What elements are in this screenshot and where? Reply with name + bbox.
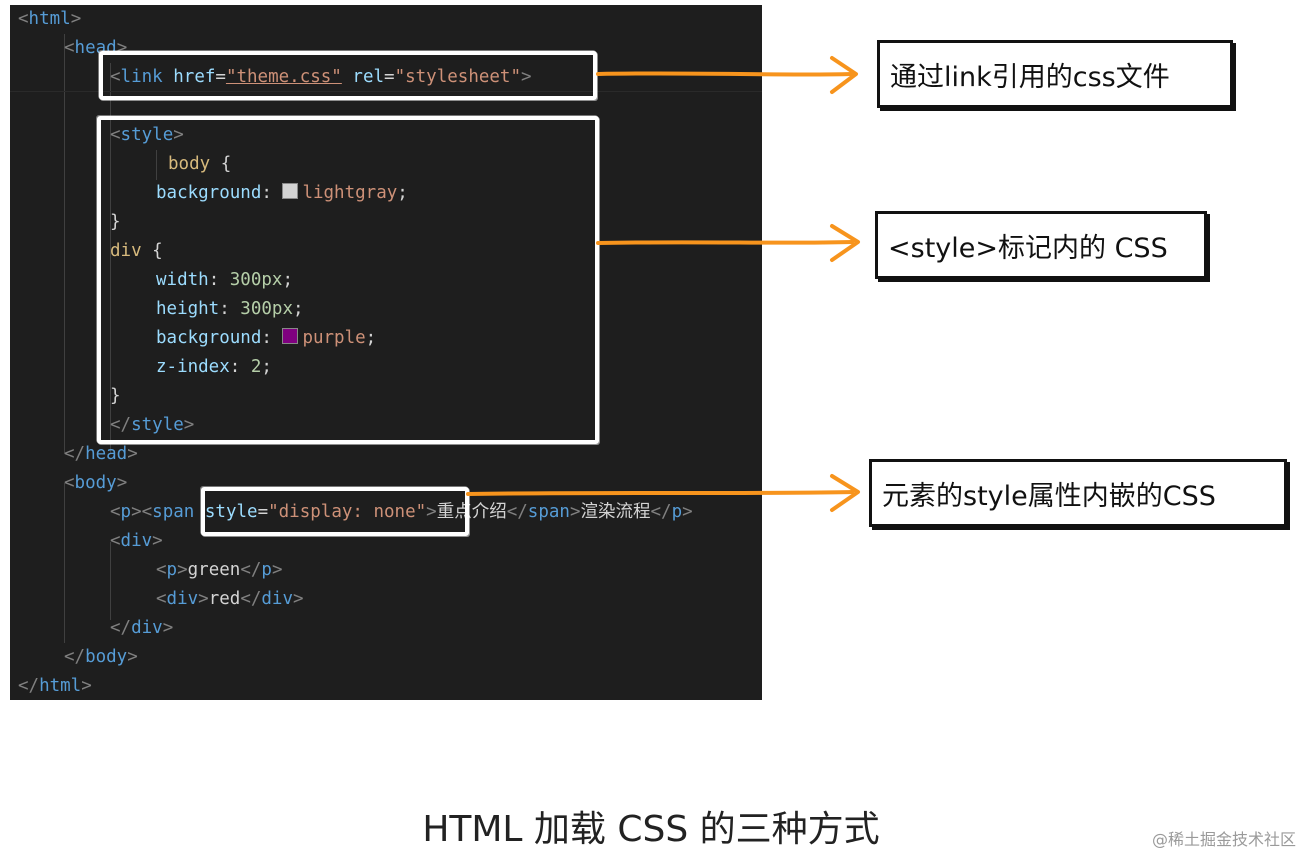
inline-style-highlight-box (201, 487, 469, 536)
arrow-1 (596, 56, 858, 94)
code-line: background: lightgray; (156, 183, 408, 203)
width-prop: width (156, 270, 209, 290)
arrow-2 (596, 224, 860, 262)
body-tag: body (74, 473, 117, 493)
p-tag: p (120, 502, 132, 522)
code-line: background: purple; (156, 328, 377, 348)
lightgray-swatch (282, 183, 299, 199)
code-line: </style> (110, 415, 195, 435)
p-tag: p (166, 560, 178, 580)
rel-attr: rel (352, 67, 385, 87)
background-prop: background (156, 328, 262, 348)
html-tag: html (28, 9, 71, 29)
indent-guide (156, 150, 157, 180)
arrow-3 (466, 474, 860, 512)
rel-value: "stylesheet" (394, 67, 521, 87)
href-value: "theme.css" (225, 67, 342, 87)
code-editor: <html> <head> <link href="theme.css" rel… (10, 5, 762, 700)
p-close-tag: p (671, 502, 683, 522)
code-line: <body> (64, 473, 128, 493)
purple-value: purple (302, 328, 366, 348)
link-css-label: 通过link引用的css文件 (877, 40, 1233, 108)
style-block-highlight-box (97, 116, 599, 444)
code-line: </div> (110, 618, 174, 638)
indent-guide (110, 542, 111, 620)
code-line: height: 300px; (156, 299, 304, 319)
lightgray-value: lightgray (302, 183, 398, 203)
code-line: } (110, 212, 121, 232)
body-selector: body (168, 154, 211, 174)
code-line: <div>red</div> (156, 589, 304, 609)
code-line: div { (110, 241, 163, 261)
green-text: green (187, 560, 241, 580)
code-line: <link href="theme.css" rel="stylesheet"> (110, 67, 532, 87)
code-line: } (110, 386, 121, 406)
code-line: </html> (18, 676, 92, 696)
link-highlight-box (99, 51, 597, 100)
style-close-tag: style (131, 415, 184, 435)
body-close-tag: body (85, 647, 128, 667)
div-close-tag: div (261, 589, 293, 609)
code-line: width: 300px; (156, 270, 293, 290)
html-close-tag: html (39, 676, 82, 696)
head-close-tag: head (85, 444, 128, 464)
code-line: <style> (110, 125, 184, 145)
code-line: <p><span style="display: none">重点介绍</spa… (110, 502, 693, 522)
code-line: </head> (64, 444, 138, 464)
indent-guide (64, 34, 65, 454)
div-tag: div (120, 531, 153, 551)
indent-guide (64, 483, 65, 643)
page-caption: HTML 加载 CSS 的三种方式 (422, 809, 880, 850)
width-value: 300px (229, 270, 283, 290)
style-tag: style (120, 125, 174, 145)
height-value: 300px (240, 299, 293, 319)
height-prop: height (156, 299, 220, 319)
current-line-marker (10, 91, 762, 92)
background-prop: background (156, 183, 262, 203)
code-line: <html> (18, 9, 82, 29)
span-text: 重点介绍 (436, 502, 507, 522)
code-line: z-index: 2; (156, 357, 272, 377)
code-line: <div> (110, 531, 163, 551)
code-line: </body> (64, 647, 138, 667)
style-attr-value: "display: none" (268, 502, 427, 522)
zindex-value: 2 (250, 357, 262, 377)
href-attr: href (173, 67, 216, 87)
purple-swatch (282, 328, 299, 344)
zindex-prop: z-index (156, 357, 230, 377)
span-close-tag: span (527, 502, 570, 522)
link-tag: link (120, 67, 163, 87)
div-selector: div (110, 241, 142, 261)
red-text: red (208, 589, 241, 609)
code-block: <html> <head> <link href="theme.css" rel… (10, 5, 762, 700)
inline-style-css-label: 元素的style属性内嵌的CSS (869, 459, 1287, 527)
p-close-tag: p (261, 560, 272, 580)
code-line: body { (168, 154, 232, 174)
span-tag: span (152, 502, 195, 522)
p-text: 渲染流程 (580, 502, 651, 522)
watermark: @稀土掘金技术社区 (1151, 830, 1296, 849)
div-close-tag: div (131, 618, 163, 638)
code-line: <p>green</p> (156, 560, 283, 580)
div-tag: div (166, 589, 199, 609)
style-tag-css-label: <style>标记内的 CSS (875, 211, 1207, 279)
indent-guide (110, 63, 111, 453)
style-attr: style (204, 502, 258, 522)
